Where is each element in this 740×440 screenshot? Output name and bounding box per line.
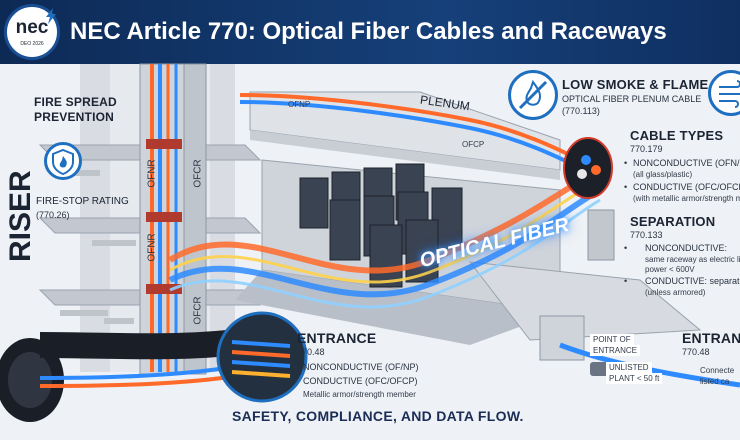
- cable-types-item2-note: (with metallic armor/strength m: [633, 194, 740, 203]
- cable-types-ref: 770.179: [630, 144, 663, 154]
- separation-item1-note1: same raceway as electric li: [645, 255, 740, 264]
- low-smoke-title: LOW SMOKE & FLAME: [562, 77, 709, 92]
- cable-label-ofcr-2: OFCR: [192, 296, 204, 325]
- logo-text: nec: [15, 17, 49, 38]
- cable-types-item2: CONDUCTIVE (OFC/OFCP): [633, 182, 740, 192]
- separation-item2: CONDUCTIVE: separation: [645, 276, 740, 286]
- separation-bullet-2: •: [624, 276, 628, 286]
- separation-item1-note2: power < 600V: [645, 265, 695, 274]
- cable-types-bullet-2: •: [624, 182, 628, 192]
- footer-tagline: SAFETY, COMPLIANCE, AND DATA FLOW.: [232, 408, 524, 424]
- plenum-label: PLENUM: [419, 92, 471, 114]
- point-of-entrance-line2: ENTRANCE: [590, 345, 641, 356]
- no-flame-icon: [508, 70, 558, 120]
- fire-stop-label: FIRE-STOP RATING: [36, 196, 129, 207]
- riser-label: RISER: [4, 170, 37, 262]
- cable-types-item1: NONCONDUCTIVE (OFN/OFNP): [633, 158, 740, 168]
- point-of-entrance-line1: POINT OF: [590, 334, 634, 345]
- entrance-left-item1: NONCONDUCTIVE (OF/NP): [303, 362, 419, 372]
- entrance-left-ref: 770.48: [297, 347, 325, 357]
- fire-spread-line2: PREVENTION: [34, 110, 115, 124]
- cable-types-bullet-1: •: [624, 158, 628, 168]
- page-title: NEC Article 770: Optical Fiber Cables an…: [70, 18, 667, 45]
- entrance-left-bullet-2: •: [294, 376, 298, 386]
- lightning-icon: [46, 8, 56, 24]
- fire-spread-line1: FIRE SPREAD: [34, 95, 117, 109]
- connected-listed-line2: listed ca: [700, 377, 730, 386]
- entrance-left-item2: CONDUCTIVE (OFC/OFCP): [303, 376, 418, 386]
- optical-fiber-label: OPTICAL FIBER: [417, 213, 572, 273]
- entrance-right-ref: 770.48: [682, 347, 710, 357]
- unlisted-plant-line1: UNLISTED: [606, 362, 652, 373]
- airflow-icon: [708, 70, 740, 116]
- connected-listed-line1: Connecte: [700, 366, 735, 375]
- separation-bullet-1: •: [624, 243, 628, 253]
- entrance-left-item2-note: Metallic armor/strength member: [303, 390, 416, 399]
- separation-item2-note: (unless armored): [645, 288, 706, 297]
- header-bar: [0, 0, 740, 64]
- fire-stop-ref: (770.26): [36, 210, 70, 220]
- entrance-left-title: ENTRANCE: [297, 330, 377, 346]
- logo-sub: DEO 2026: [20, 41, 44, 47]
- low-smoke-subtitle: OPTICAL FIBER PLENUM CABLE: [562, 94, 702, 104]
- unlisted-plant-line2: PLANT < 50 ft: [606, 373, 663, 384]
- entrance-right-title: ENTRANCI: [682, 330, 740, 346]
- cable-types-item1-note: (all glass/plastic): [633, 170, 693, 179]
- fire-shield-icon: [44, 142, 82, 180]
- cable-label-ofnr-2: OFNR: [146, 233, 158, 262]
- low-smoke-ref: (770.113): [562, 106, 600, 116]
- cable-types-title: CABLE TYPES: [630, 128, 724, 143]
- separation-ref: 770.133: [630, 230, 663, 240]
- entrance-left-bullet-1: •: [294, 362, 298, 372]
- cable-label-ofcr-1: OFCR: [192, 159, 204, 188]
- cable-label-ofnp: OFNP: [288, 100, 311, 109]
- separation-title: SEPARATION: [630, 214, 716, 229]
- cable-label-ofnr-1: OFNR: [146, 159, 158, 188]
- separation-item1: NONCONDUCTIVE:: [645, 243, 728, 253]
- cable-label-ofcp: OFCP: [462, 140, 485, 149]
